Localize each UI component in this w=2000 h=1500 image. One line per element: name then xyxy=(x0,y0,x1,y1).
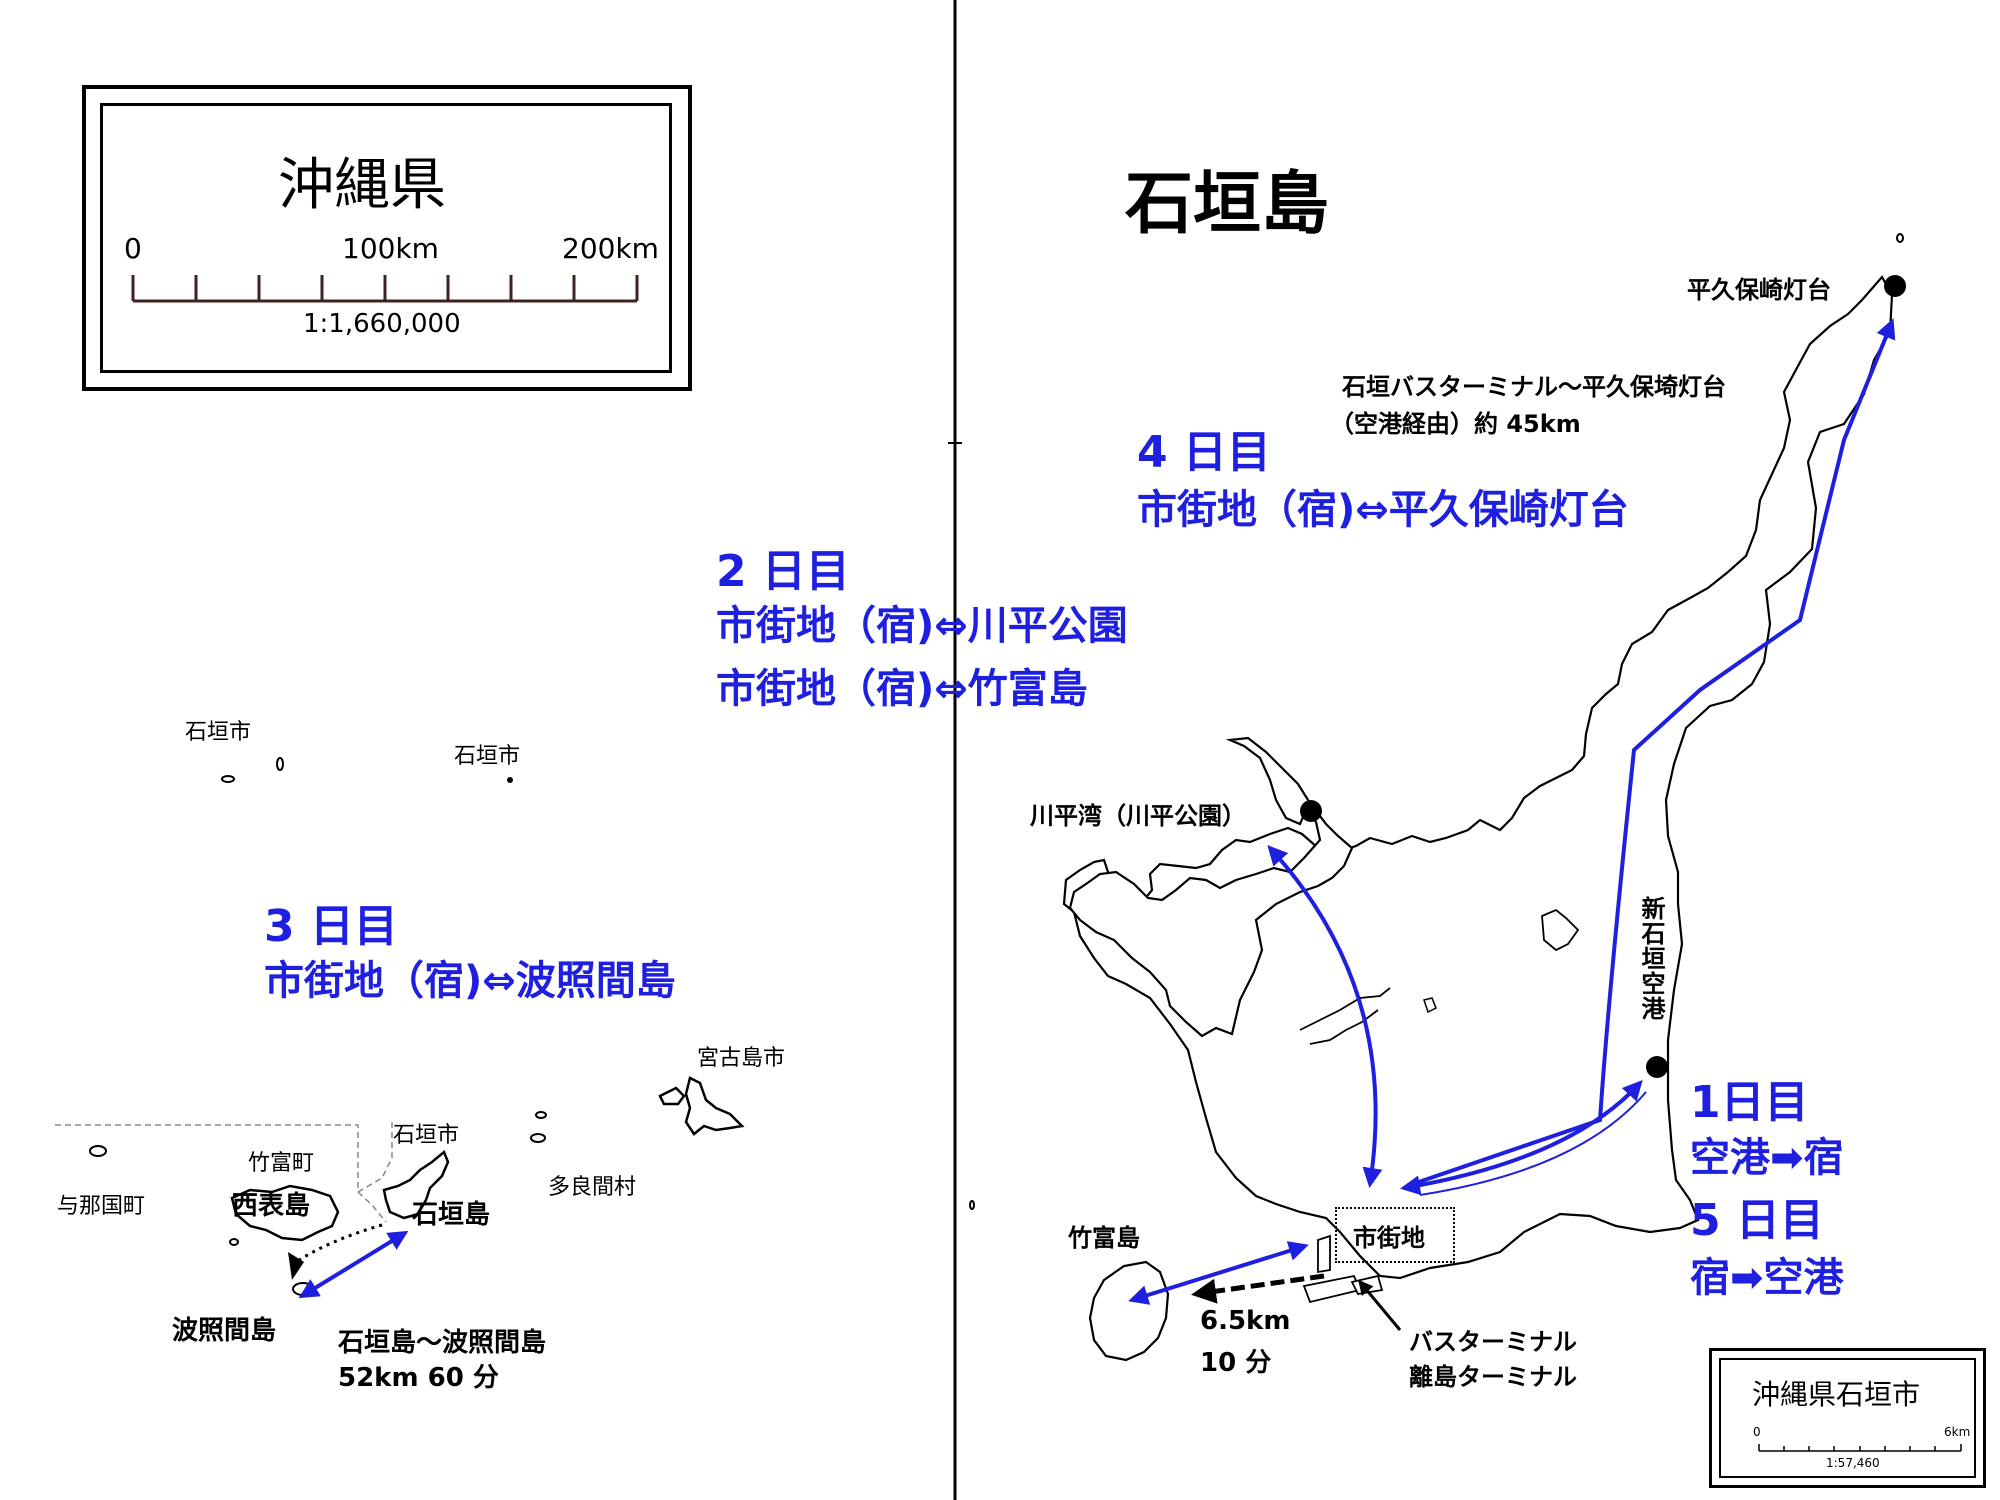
label-ishigaki-city-3: 石垣市 xyxy=(393,1123,460,1148)
left-scale-bar xyxy=(131,275,639,303)
right-scale-ratio: 1:57,460 xyxy=(1826,1456,1880,1470)
label-bus-route-distance: （空港経由）約 45km xyxy=(1330,410,1581,438)
inland-pond xyxy=(1423,997,1437,1014)
day5-route: 宿➡空港 xyxy=(1690,1255,1844,1301)
kabira-dot xyxy=(1300,800,1322,822)
day4-title: 4 日目 xyxy=(1137,427,1271,478)
label-ferry-distance: 6.5km xyxy=(1200,1306,1291,1336)
hirakubo-dot xyxy=(1884,275,1906,297)
bus-terminal-pointer xyxy=(1358,1279,1402,1331)
label-yonaguni-town: 与那国町 xyxy=(57,1194,146,1219)
day2-route-taketomi: 市街地（宿)⇔竹富島 xyxy=(716,666,1088,712)
route-hirakubo-arrow xyxy=(1409,318,1896,1187)
route-taketomi-arrow xyxy=(1128,1241,1309,1305)
left-scale-box xyxy=(82,85,692,391)
hateruma-ferry-arrowhead xyxy=(288,1252,304,1280)
left-scale-box-inner xyxy=(100,103,672,373)
day2-title: 2 日目 xyxy=(716,546,850,597)
day3-route: 市街地（宿)⇔波照間島 xyxy=(264,958,676,1004)
right-scale-tick-end: 6km xyxy=(1944,1425,1971,1439)
left-scale-tick-0: 0 xyxy=(124,232,142,265)
airport-dot xyxy=(1646,1056,1668,1078)
label-tarama-village: 多良間村 xyxy=(548,1175,637,1200)
label-miyakojima-city: 宮古島市 xyxy=(697,1046,786,1071)
inland-lake xyxy=(1541,908,1580,952)
left-scale-tick-end: 200km xyxy=(562,232,659,265)
right-scale-bar xyxy=(1758,1444,1962,1452)
boundary-lines xyxy=(55,1122,393,1223)
right-scale-tick-0: 0 xyxy=(1753,1425,1761,1439)
right-scale-box xyxy=(1709,1348,1986,1488)
day1-route: 空港➡宿 xyxy=(1690,1135,1844,1181)
hirakubo-islet xyxy=(1896,233,1904,243)
label-taketomi-island: 竹富島 xyxy=(1068,1224,1140,1252)
day5-title: 5 日目 xyxy=(1690,1195,1824,1246)
label-ishigaki-city-1: 石垣市 xyxy=(185,720,252,745)
day1-title: 1日目 xyxy=(1690,1077,1809,1128)
label-hateruma-island: 波照間島 xyxy=(172,1316,277,1346)
day3-title: 3 日目 xyxy=(264,901,398,952)
taketomi-island-shape xyxy=(1088,1260,1170,1362)
hateruma-ferry-dotted-route xyxy=(295,1223,383,1264)
label-iriomote-island: 西表島 xyxy=(232,1191,311,1221)
left-scale-tick-mid: 100km xyxy=(342,232,439,265)
hateruma-route-arrow xyxy=(298,1230,409,1299)
label-ishigaki-city-2: 石垣市 xyxy=(454,744,521,769)
right-scale-box-inner xyxy=(1719,1358,1976,1478)
right-scale-title: 沖縄県石垣市 xyxy=(1752,1378,1921,1411)
label-ishigaki-island-small: 石垣島 xyxy=(412,1200,491,1230)
label-ferry-time: 10 分 xyxy=(1200,1348,1272,1378)
route-kabira-arrow xyxy=(1267,845,1383,1188)
iriomote-island-shape xyxy=(230,1184,340,1242)
ishigaki-island-small-shape xyxy=(382,1149,450,1220)
label-hateruma-route: 石垣島～波照間島 xyxy=(338,1328,547,1358)
islet-west xyxy=(969,1200,975,1210)
route-taketomi-dashed xyxy=(1191,1273,1325,1304)
day2-route-kabira: 市街地（宿)⇔川平公園 xyxy=(716,603,1128,649)
route-airport-arrow-inner xyxy=(1419,1091,1647,1196)
label-new-airport: 新石垣空港 xyxy=(1637,896,1665,1021)
miyako-island-shape xyxy=(658,1076,745,1136)
day4-route: 市街地（宿)⇔平久保崎灯台 xyxy=(1137,487,1629,533)
label-hateruma-distance: 52km 60 分 xyxy=(338,1363,499,1393)
downtown-box xyxy=(1335,1207,1455,1263)
label-hirakubo-lighthouse: 平久保崎灯台 xyxy=(1687,276,1831,304)
label-kabira-bay: 川平湾（川平公園） xyxy=(1030,802,1246,830)
label-bus-terminal: バスターミナル xyxy=(1409,1328,1577,1356)
label-ferry-terminal: 離島ターミナル xyxy=(1409,1363,1577,1391)
left-scale-title: 沖縄県 xyxy=(278,153,446,218)
label-downtown: 市街地 xyxy=(1353,1224,1425,1252)
left-scale-ratio: 1:1,660,000 xyxy=(303,309,461,339)
route-airport-arrow xyxy=(1400,1080,1643,1196)
label-bus-route-name: 石垣バスターミナル～平久保埼灯台 xyxy=(1342,373,1726,401)
left-small-islands xyxy=(89,757,547,1296)
right-map-title: 石垣島 xyxy=(1125,165,1330,244)
label-taketomi-town: 竹富町 xyxy=(248,1151,315,1176)
